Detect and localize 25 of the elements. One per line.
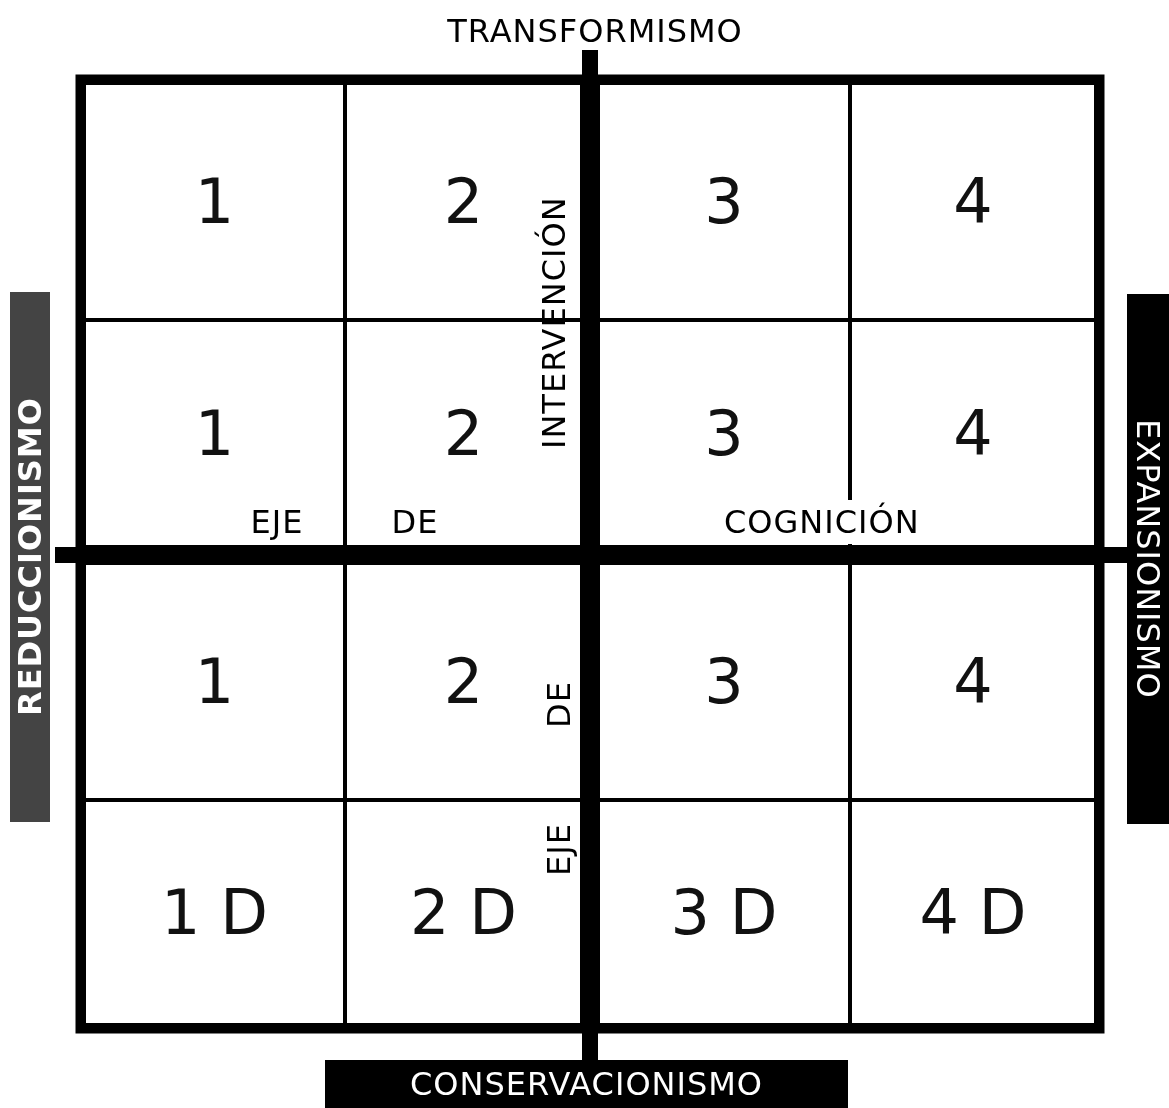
pole-label: REDUCCIONISMO bbox=[10, 292, 50, 822]
cell-number: 4 bbox=[953, 645, 993, 718]
cell-number: 1 bbox=[194, 165, 235, 238]
pole-label: TRANSFORMISMO bbox=[446, 10, 744, 52]
cell-number: 1 bbox=[194, 397, 235, 470]
pole-label: CONSERVACIONISMO bbox=[325, 1060, 848, 1108]
cell-number: 1 D bbox=[161, 876, 268, 949]
cell-number: 1 bbox=[194, 645, 235, 718]
cell-number: 4 bbox=[953, 165, 993, 238]
cell-number: 3 bbox=[704, 165, 744, 238]
cell-number: 2 bbox=[443, 397, 484, 470]
pole-label: EXPANSIONISMO bbox=[1127, 294, 1169, 824]
cell-number: 2 bbox=[443, 645, 484, 718]
cell-number: 2 bbox=[443, 165, 484, 238]
cell-number: 4 D bbox=[919, 876, 1027, 949]
axis-label: DE bbox=[390, 502, 440, 543]
cell-number: 3 bbox=[704, 645, 744, 718]
axis-label: DE bbox=[539, 680, 579, 731]
cell-number: 3 bbox=[704, 397, 744, 470]
cell-number: 2 D bbox=[410, 876, 517, 949]
axis-label: EJE bbox=[539, 822, 579, 879]
axis-label: INTERVENCIÓN bbox=[533, 195, 574, 451]
cell-number: 3 D bbox=[670, 876, 778, 949]
axis-label: EJE bbox=[249, 502, 305, 543]
cell-number: 4 bbox=[953, 397, 993, 470]
